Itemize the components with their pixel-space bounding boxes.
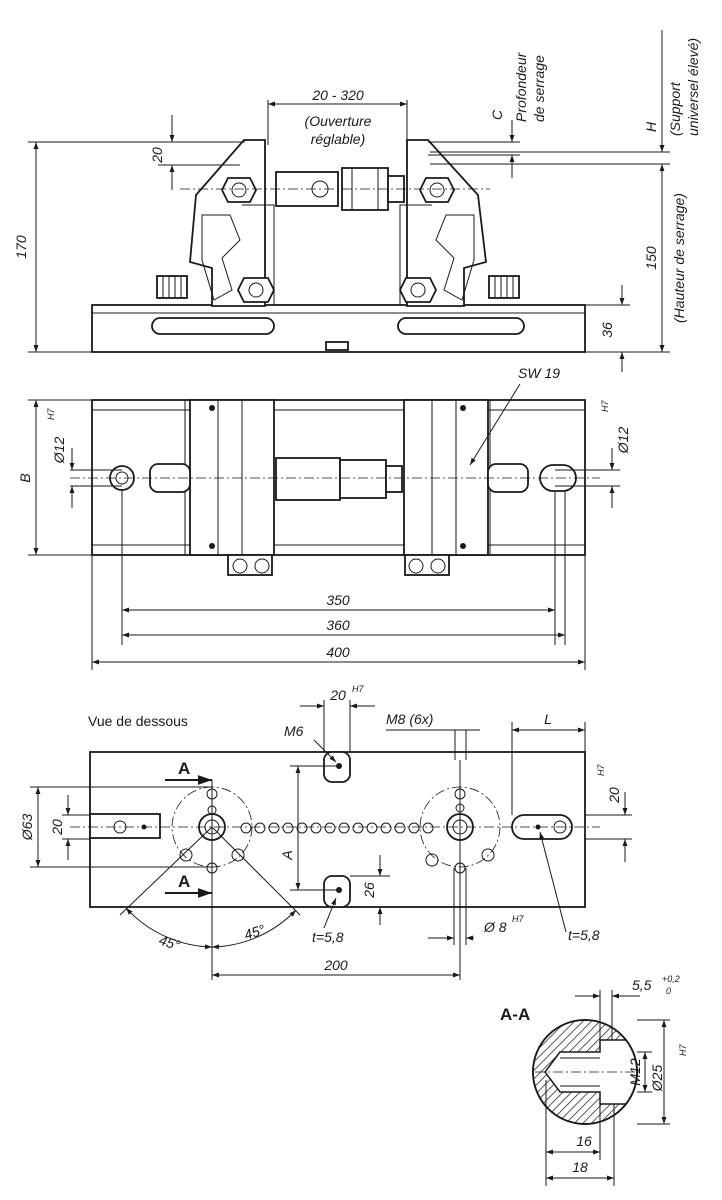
left-hex-nut-top [220,177,258,203]
left-screw-knob [156,275,188,299]
bore-right-tol: H7 [600,400,610,412]
bore-8-tol: H7 [512,914,524,924]
support-1: (Support [667,81,683,136]
opening-label-2: réglable) [311,131,365,147]
angle-right: 45° [242,921,267,943]
dia-25-tol: H7 [678,1044,688,1056]
depth-left: t=5,8 [312,929,344,945]
base-slot-right [397,317,525,335]
bore-left: Ø12 [51,437,67,465]
right-screw-knob [488,275,520,299]
opening-label-1: (Ouverture [305,113,372,129]
clamp-depth-2: de serrage [531,55,547,122]
slot-width: 20 [329,687,346,703]
dim-20-top: 20 [149,147,165,164]
bore-right: Ø12 [615,427,631,455]
bottom-view-title: Vue de dessous [88,713,188,729]
base-slot-left [151,317,275,335]
bore-left-tol: H7 [46,408,56,420]
dim-16: 16 [576,1133,592,1149]
front-view: 20 - 320 (Ouverture réglable) 170 20 C P… [13,30,701,372]
thread-m8: M8 (6x) [386,711,433,727]
wrench-size: SW 19 [518,365,560,381]
dim-350: 350 [326,592,350,608]
letter-a: A [279,850,295,860]
slot-width-tol: H7 [352,684,364,694]
section-marker-top: A [178,759,190,778]
dim-20-left: 20 [49,819,65,836]
dim-18: 18 [572,1159,588,1175]
length-letter: L [544,711,552,727]
dim-200: 200 [323,957,348,973]
right-20-tol: H7 [596,764,606,776]
tol-top: 5,5 [632,977,652,993]
depth-right: t=5,8 [568,927,600,943]
right-hex-nut-top [418,177,456,203]
angle-left: 45° [157,932,182,954]
top-view: B Ø12 H7 Ø12 H7 SW 19 350 360 400 [17,365,631,670]
dim-400: 400 [326,644,350,660]
thread-m6: M6 [284,723,304,739]
section-title: A-A [500,1005,530,1024]
tol-plus: +0,2 [662,974,680,984]
section-marker-bottom: A [178,872,190,891]
bore-8: Ø 8 [483,919,507,935]
left-hex-nut-bottom [236,277,276,303]
dim-26: 26 [361,882,377,899]
dia-63: Ø63 [19,814,35,842]
base-height-36: 36 [599,322,615,338]
clamp-depth-1: Profondeur [513,51,529,122]
tol-zero: 0 [666,986,671,996]
clamp-depth-letter: C [489,109,505,120]
bottom-view: Vue de dessous [19,684,632,980]
opening-range: 20 - 320 [311,87,364,103]
width-letter: B [17,473,33,482]
clamp-height-label: (Hauteur de serrage) [671,193,687,323]
support-letter: H [643,121,659,132]
section-view: A-A 5,5 +0,2 0 M12 Ø25 H7 [500,974,688,1186]
right-hex-nut-bottom [398,277,438,303]
dim-360: 360 [326,617,350,633]
right-20: 20 [606,787,622,804]
height-170: 170 [13,235,29,259]
dia-25: Ø25 [649,1065,665,1093]
support-2: universel élevé) [685,38,701,136]
clamp-height-value: 150 [643,246,659,270]
thread-m12: M12 [627,1058,643,1085]
top-right-jaw [403,399,489,556]
top-spindle-block [275,457,341,501]
top-left-jaw [189,399,275,556]
